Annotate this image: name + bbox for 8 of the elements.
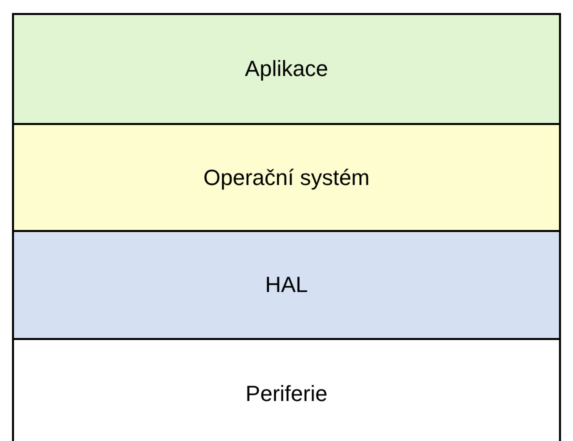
layer-label: Operační systém xyxy=(203,164,370,190)
layer-label: Aplikace xyxy=(244,56,328,82)
layer-band xyxy=(12,13,561,125)
layer-label: Periferie xyxy=(246,381,328,407)
layer-label: HAL xyxy=(265,272,308,298)
layer-band xyxy=(12,338,561,441)
layer-band xyxy=(12,230,561,340)
layer-band xyxy=(12,123,561,232)
